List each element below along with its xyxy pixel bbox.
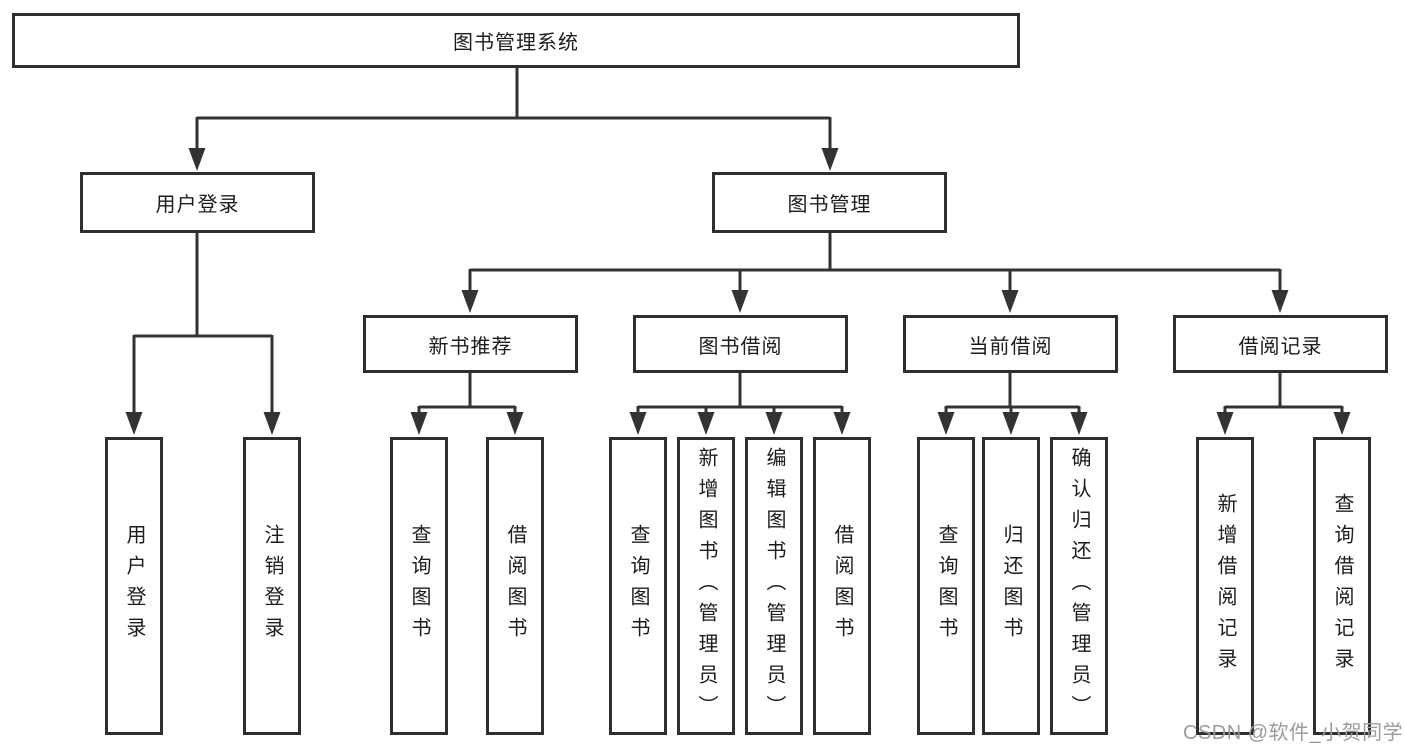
leaf-query-books-recommend: 查询图书 bbox=[390, 437, 448, 735]
node-label: 借阅图书 bbox=[831, 524, 853, 648]
node-label: 新增图书（管理员） bbox=[695, 446, 717, 726]
node-label: 归还图书 bbox=[1000, 524, 1022, 648]
node-book-borrowing: 图书借阅 bbox=[633, 315, 848, 373]
connector-root-to-level2 bbox=[195, 68, 832, 150]
leaf-query-books-current: 查询图书 bbox=[917, 437, 975, 735]
connector-userlogin-to-leaves bbox=[132, 233, 274, 414]
node-label: 当前借阅 bbox=[968, 335, 1053, 358]
leaf-logout: 注销登录 bbox=[243, 437, 301, 735]
node-label: 借阅记录 bbox=[1238, 335, 1323, 358]
arrowheads-userlogin-leaves bbox=[125, 412, 281, 435]
node-current-borrowing: 当前借阅 bbox=[903, 315, 1118, 373]
node-label: 编辑图书（管理员） bbox=[763, 446, 785, 726]
arrowheads-level3 bbox=[461, 290, 1289, 313]
csdn-watermark: CSDN @软件_小贺同学 bbox=[1183, 722, 1404, 744]
connector-borrow-to-leaves bbox=[636, 373, 844, 414]
leaf-query-borrow-record: 查询借阅记录 bbox=[1313, 437, 1371, 735]
connector-newbook-to-leaves bbox=[417, 373, 517, 414]
node-label: 图书管理 bbox=[787, 194, 872, 216]
node-label: 用户登录 bbox=[123, 524, 145, 648]
node-label: 图书借阅 bbox=[698, 335, 783, 358]
node-label: 注销登录 bbox=[261, 524, 283, 648]
leaf-borrow-books-recommend: 借阅图书 bbox=[486, 437, 544, 735]
node-label: 图书管理系统 bbox=[453, 32, 579, 54]
arrowheads-current-leaves bbox=[937, 412, 1088, 435]
leaf-edit-books-admin: 编辑图书（管理员） bbox=[745, 437, 803, 735]
leaf-borrow-books: 借阅图书 bbox=[813, 437, 871, 735]
node-label: 查询图书 bbox=[935, 524, 957, 648]
node-label: 确认归还（管理员） bbox=[1068, 446, 1090, 726]
arrowheads-newbook-leaves bbox=[410, 412, 524, 435]
leaf-add-books-admin: 新增图书（管理员） bbox=[677, 437, 735, 735]
connector-current-to-leaves bbox=[944, 373, 1081, 414]
leaf-user-login: 用户登录 bbox=[105, 437, 163, 735]
node-label: 借阅图书 bbox=[504, 524, 526, 648]
node-label: 新书推荐 bbox=[428, 335, 513, 358]
node-user-login: 用户登录 bbox=[80, 172, 315, 233]
node-label: 查询图书 bbox=[408, 524, 430, 648]
node-label: 用户登录 bbox=[155, 194, 240, 216]
connector-bookmgmt-to-level3 bbox=[468, 233, 1282, 292]
connector-records-to-leaves bbox=[1223, 373, 1344, 414]
arrowheads-borrow-leaves bbox=[629, 412, 851, 435]
node-label: 查询借阅记录 bbox=[1331, 493, 1353, 679]
node-borrowing-records: 借阅记录 bbox=[1173, 315, 1388, 373]
leaf-return-books: 归还图书 bbox=[982, 437, 1040, 735]
node-label: 新增借阅记录 bbox=[1214, 493, 1236, 679]
node-label: 查询图书 bbox=[627, 524, 649, 648]
leaf-confirm-return-admin: 确认归还（管理员） bbox=[1050, 437, 1108, 735]
leaf-add-borrow-record: 新增借阅记录 bbox=[1196, 437, 1254, 735]
node-library-management-system: 图书管理系统 bbox=[12, 13, 1020, 68]
arrowheads-records-leaves bbox=[1216, 412, 1351, 435]
node-book-management: 图书管理 bbox=[712, 172, 947, 233]
leaf-query-books-borrow: 查询图书 bbox=[609, 437, 667, 735]
node-new-book-recommendation: 新书推荐 bbox=[363, 315, 578, 373]
arrowheads-level2 bbox=[188, 148, 839, 171]
